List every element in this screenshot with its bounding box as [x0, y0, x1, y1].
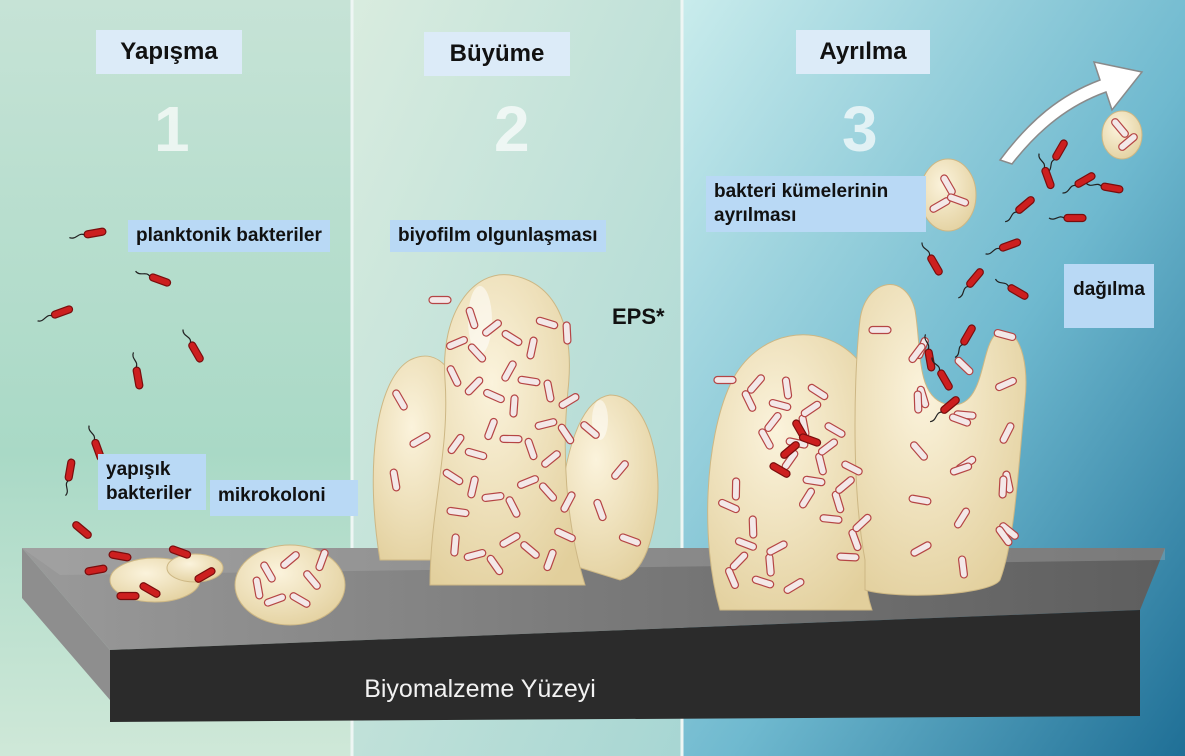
bacterium	[117, 593, 139, 600]
label-cluster-detachment: bakteri kümelerinin ayrılması	[706, 176, 926, 232]
label-planktonic-bacteria: planktonik bakteriler	[128, 220, 330, 252]
step-number-2: 2	[494, 92, 530, 166]
bacterium	[510, 395, 519, 417]
label-biomaterial-surface: Biyomalzeme Yüzeyi	[160, 666, 800, 712]
label-adherent-bacteria: yapışık bakteriler	[98, 454, 206, 510]
label-biofilm-maturation: biyofilm olgunlaşması	[390, 220, 606, 252]
bacterium	[714, 377, 736, 384]
bacterium	[766, 554, 775, 577]
panel-title-adhesion: Yapışma	[96, 30, 242, 74]
bacterium	[999, 476, 1007, 498]
bacterium	[869, 327, 891, 334]
bacterium	[914, 391, 922, 413]
bacterium	[500, 435, 522, 442]
label-dispersal: dağılma	[1064, 264, 1154, 328]
label-eps: EPS*	[612, 304, 665, 330]
bacterium	[563, 322, 571, 344]
panel-title-growth: Büyüme	[424, 32, 570, 76]
label-microcolony: mikrokoloni	[210, 480, 358, 516]
bacterium	[732, 478, 739, 500]
step-number-1: 1	[154, 92, 190, 166]
label-adherent-line2: bakteriler	[106, 482, 198, 506]
step-number-3: 3	[842, 92, 878, 166]
label-detach-line1: bakteri kümelerinin	[714, 180, 918, 204]
bacterium	[820, 514, 843, 523]
label-adherent-line1: yapışık	[106, 458, 198, 482]
bacterium	[749, 516, 757, 538]
panel-title-detachment: Ayrılma	[796, 30, 930, 74]
bacterium	[837, 553, 859, 561]
bacterium	[451, 534, 460, 557]
label-detach-line2: ayrılması	[714, 204, 918, 228]
bacterium	[429, 297, 451, 304]
